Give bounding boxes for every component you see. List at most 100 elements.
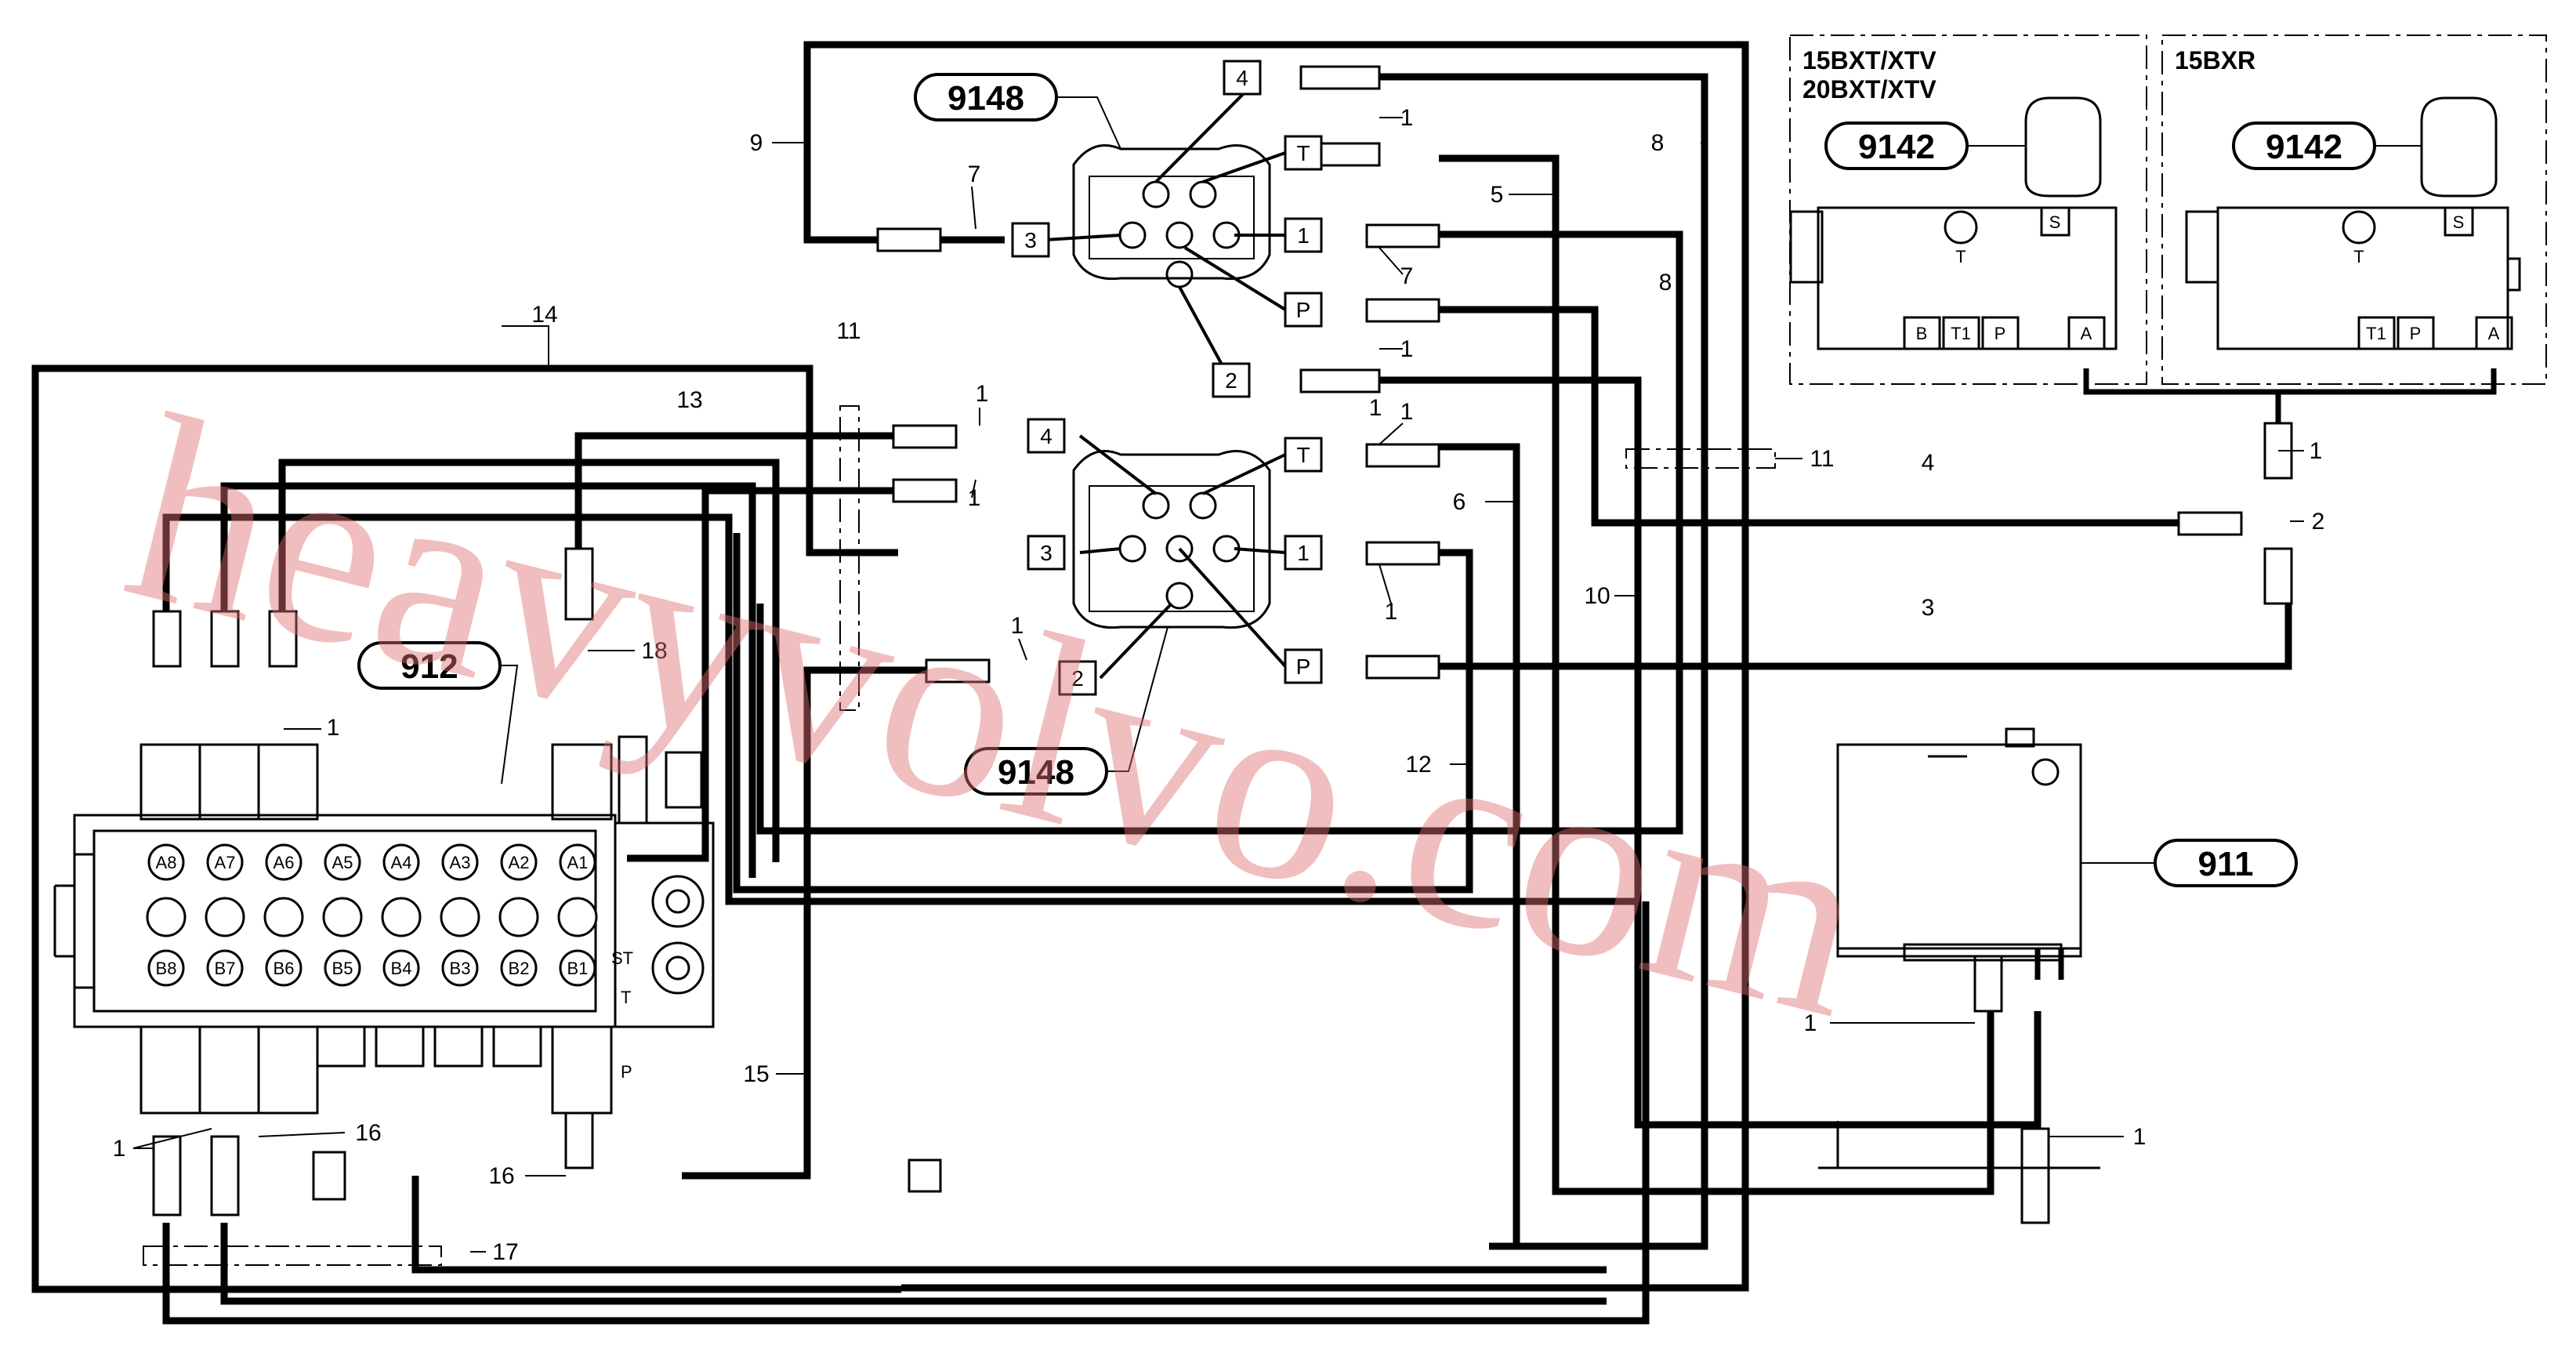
- port-a7: A7: [215, 853, 236, 872]
- box-upper-1-text: 1: [1297, 223, 1310, 248]
- hose-a6: [278, 459, 780, 862]
- port-label-boxes: [1011, 60, 1323, 696]
- box-lower-4-text: 4: [1040, 424, 1053, 448]
- block-r-t: T: [2353, 247, 2364, 266]
- hose-14: [31, 364, 901, 1293]
- port-b7: B7: [215, 959, 236, 978]
- ref-1-top: 1: [1400, 105, 1414, 131]
- box-upper-4: [1223, 60, 1262, 96]
- port-label-text: 4 T 1 P 2 3 4 T 3 1 P 2: [1024, 66, 1310, 691]
- port-a3: A3: [450, 853, 471, 872]
- box-lower-3: [1027, 535, 1066, 571]
- hose-13: [574, 432, 893, 549]
- hose-8-inner: [756, 230, 1683, 835]
- callout-9148-upper: 9148: [947, 79, 1024, 118]
- box-lower-1-text: 1: [1297, 541, 1310, 565]
- port-a6: A6: [274, 853, 295, 872]
- ref-4: 4: [1922, 450, 1935, 476]
- port-a8: A8: [156, 853, 177, 872]
- ref-1-mid: 1: [1400, 336, 1414, 362]
- ref-13: 13: [676, 387, 702, 413]
- variant-titles: 15BXT/XTV 20BXT/XTV 15BXR: [1802, 46, 2255, 103]
- ref-1-lowerP: 1: [1385, 599, 1398, 625]
- hose-3: [1439, 604, 2292, 670]
- clamp-11-vertical: [839, 405, 860, 711]
- valve-label-st: ST: [611, 948, 633, 968]
- ref-2: 2: [2312, 509, 2325, 535]
- valve-port-labels-top: A8 A7 A6 A5 A4 A3 A2 A1: [156, 853, 589, 872]
- block-r-p: P: [2410, 324, 2422, 343]
- accumulator-feed: [2034, 368, 2497, 980]
- hose-12: [733, 533, 1473, 894]
- block-r-s: S: [2453, 212, 2465, 232]
- ref-1-2box: 1: [1369, 395, 1382, 421]
- valve-label-t: T: [621, 988, 631, 1007]
- clamp-17: [143, 1245, 442, 1266]
- ref-10: 10: [1584, 583, 1610, 609]
- callout-9148-lower: 9148: [998, 753, 1074, 792]
- ref-1-lower2: 1: [1011, 613, 1024, 639]
- clamp-11-horizontal: [1625, 448, 1776, 469]
- port-a4: A4: [391, 853, 412, 872]
- hydraulic-tank-911: [1818, 727, 2100, 1169]
- box-upper-p: [1284, 292, 1323, 328]
- box-upper-2: [1212, 362, 1251, 398]
- block-l-s: S: [2049, 212, 2061, 232]
- hose-t-upper: [1439, 306, 2179, 527]
- ref-1-valve-bottom: 1: [113, 1136, 126, 1162]
- hose-to-valve-a: [627, 487, 893, 862]
- hose-b7: [220, 1223, 1607, 1305]
- valve-section-ports: [146, 843, 598, 987]
- variant-box-left: [1789, 34, 2147, 385]
- ref-5: 5: [1491, 182, 1504, 208]
- box-lower-2-text: 2: [1071, 666, 1084, 691]
- ref-8-inner: 8: [1659, 270, 1672, 295]
- box-upper-t-text: T: [1296, 141, 1310, 165]
- hose-6: [1439, 443, 1520, 1246]
- port-b2: B2: [509, 959, 530, 978]
- ref-leaders: [132, 117, 2304, 1253]
- block-l-b: B: [1916, 324, 1928, 343]
- port-b5: B5: [332, 959, 353, 978]
- ref-3: 3: [1922, 595, 1935, 621]
- ref-12: 12: [1405, 752, 1431, 778]
- callout-9142-right: 9142: [2266, 128, 2342, 166]
- valve-leaders: [1045, 75, 1287, 680]
- box-upper-t: [1284, 135, 1323, 171]
- variant-15bxr: 15BXR: [2175, 46, 2255, 74]
- ref-8-outer: 8: [1651, 130, 1665, 156]
- pilot-valve-9148-upper: [1072, 144, 1271, 288]
- accumulator-block-right: [2185, 96, 2521, 350]
- block-r-a: A: [2488, 324, 2500, 343]
- valve-port-labels-bottom: B8 B7 B6 B5 B4 B3 B2 B1: [156, 959, 589, 978]
- port-b8: B8: [156, 959, 177, 978]
- callout-leaders: [500, 96, 2422, 864]
- valve-label-p: P: [621, 1062, 632, 1082]
- ref-18: 18: [641, 638, 667, 664]
- port-b3: B3: [450, 959, 471, 978]
- hose-b8: [162, 901, 1650, 1325]
- block-l-a: A: [2081, 324, 2092, 343]
- ref-11-horizontal: 11: [1810, 446, 1834, 472]
- ref-14: 14: [531, 302, 557, 328]
- hose-8-outer: [1379, 73, 1708, 1250]
- ref-11-vertical: 11: [836, 318, 860, 344]
- box-lower-2: [1058, 660, 1097, 696]
- hose-16: [411, 1176, 1607, 1274]
- hose-a8: [162, 513, 1638, 905]
- ref-1-lower4: 1: [976, 381, 989, 407]
- block-port-labels: T S B T1 P A T S T1 P A: [1916, 212, 2500, 343]
- valve-side-labels: ST T P: [611, 948, 633, 1082]
- hose-a7: [220, 482, 756, 878]
- ref-6: 6: [1453, 489, 1466, 515]
- ref-1-lowerT: 1: [1400, 399, 1414, 425]
- dashed-boundaries: [143, 34, 2547, 1266]
- ref-7-top: 7: [968, 161, 981, 187]
- block-l-t: T: [1955, 247, 1966, 266]
- box-upper-p-text: P: [1296, 298, 1311, 322]
- port-a5: A5: [332, 853, 353, 872]
- port-b1: B1: [567, 959, 589, 978]
- callout-912: 912: [400, 647, 458, 686]
- port-a2: A2: [509, 853, 530, 872]
- box-upper-2-text: 2: [1225, 368, 1237, 393]
